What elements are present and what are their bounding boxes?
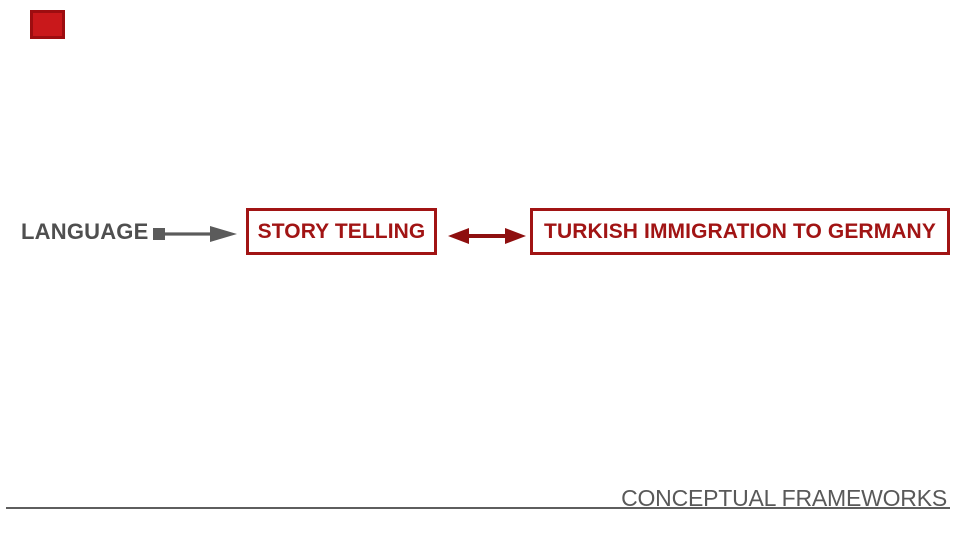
immigration-box: TURKISH IMMIGRATION TO GERMANY	[530, 208, 950, 255]
language-label: LANGUAGE	[21, 219, 149, 244]
footer-rule	[6, 507, 950, 509]
footer-title: CONCEPTUAL FRAMEWORKS	[621, 485, 947, 511]
accent-square	[30, 10, 65, 39]
flow-arrow-icon	[153, 226, 237, 242]
storytelling-box-label: STORY TELLING	[257, 219, 426, 243]
bidirectional-arrow-icon	[448, 228, 526, 244]
storytelling-box: STORY TELLING	[246, 208, 437, 255]
immigration-box-label: TURKISH IMMIGRATION TO GERMANY	[544, 219, 936, 243]
